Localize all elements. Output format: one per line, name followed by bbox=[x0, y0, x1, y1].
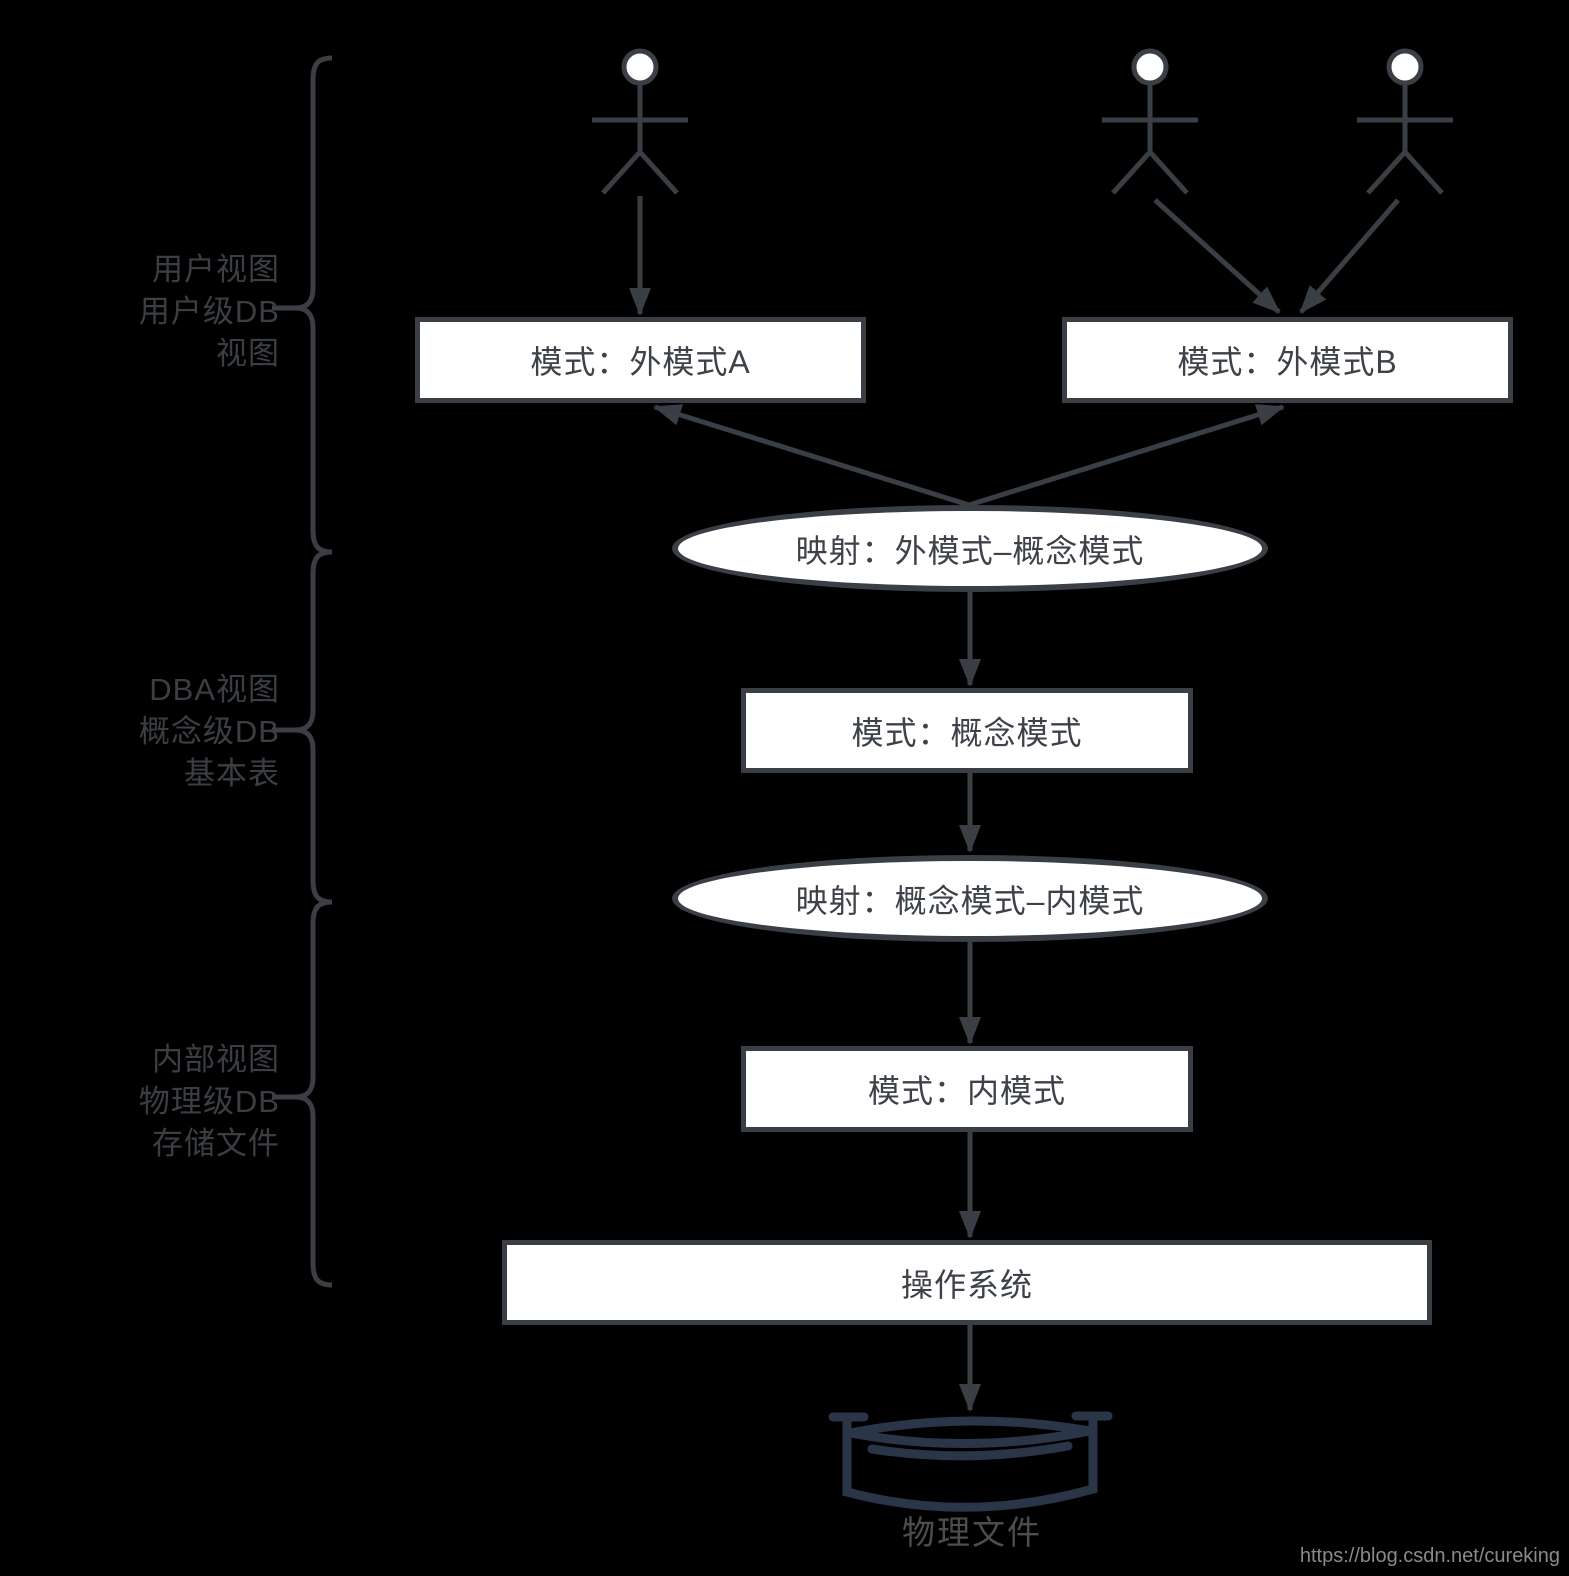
oval-mapping-conceptual-internal: 映射：概念模式–内模式 bbox=[672, 855, 1268, 942]
label-line: 存储文件 bbox=[152, 1126, 280, 1161]
box-internal-schema: 模式：内模式 bbox=[741, 1046, 1193, 1132]
label-line: DBA视图 bbox=[149, 672, 280, 707]
brace-conceptual-level bbox=[272, 549, 333, 905]
watermark-url: https://blog.csdn.net/cureking bbox=[1299, 1545, 1560, 1567]
actor-user-b2-icon bbox=[1357, 48, 1453, 195]
brace-internal-level bbox=[272, 899, 333, 1288]
box-external-schema-b: 模式：外模式B bbox=[1062, 317, 1513, 403]
label-line: 物理级DB bbox=[138, 1084, 280, 1119]
database-cylinder-icon bbox=[828, 1411, 1113, 1512]
label-line: 用户级DB bbox=[138, 294, 280, 329]
label-line: 基本表 bbox=[184, 756, 280, 791]
level-braces bbox=[272, 55, 333, 1288]
connector-arrows bbox=[629, 196, 1400, 1412]
arrow-mapping1-to-external-a bbox=[653, 404, 970, 508]
label-line: 内部视图 bbox=[152, 1042, 280, 1077]
label-line: 用户视图 bbox=[152, 252, 280, 287]
arrow-userb2-to-external-b bbox=[1299, 198, 1400, 314]
arrow-userb1-to-external-b bbox=[1153, 198, 1281, 314]
arrow-mapping1-to-external-b bbox=[968, 404, 1285, 508]
label-user-level: 用户视图 用户级DB 视图 bbox=[20, 249, 280, 375]
actor-user-a-icon bbox=[592, 48, 688, 195]
oval-mapping-external-conceptual: 映射：外模式–概念模式 bbox=[672, 505, 1268, 592]
brace-user-level bbox=[272, 55, 333, 555]
box-external-schema-a: 模式：外模式A bbox=[415, 317, 866, 403]
label-physical-file: 物理文件 bbox=[902, 1514, 1042, 1551]
box-operating-system: 操作系统 bbox=[502, 1240, 1432, 1325]
label-internal-level: 内部视图 物理级DB 存储文件 bbox=[20, 1039, 280, 1165]
actor-user-b1-icon bbox=[1102, 48, 1198, 195]
label-conceptual-level: DBA视图 概念级DB 基本表 bbox=[20, 669, 280, 795]
label-line: 概念级DB bbox=[138, 714, 280, 749]
label-line: 视图 bbox=[216, 336, 280, 371]
box-conceptual-schema: 模式：概念模式 bbox=[741, 688, 1193, 773]
